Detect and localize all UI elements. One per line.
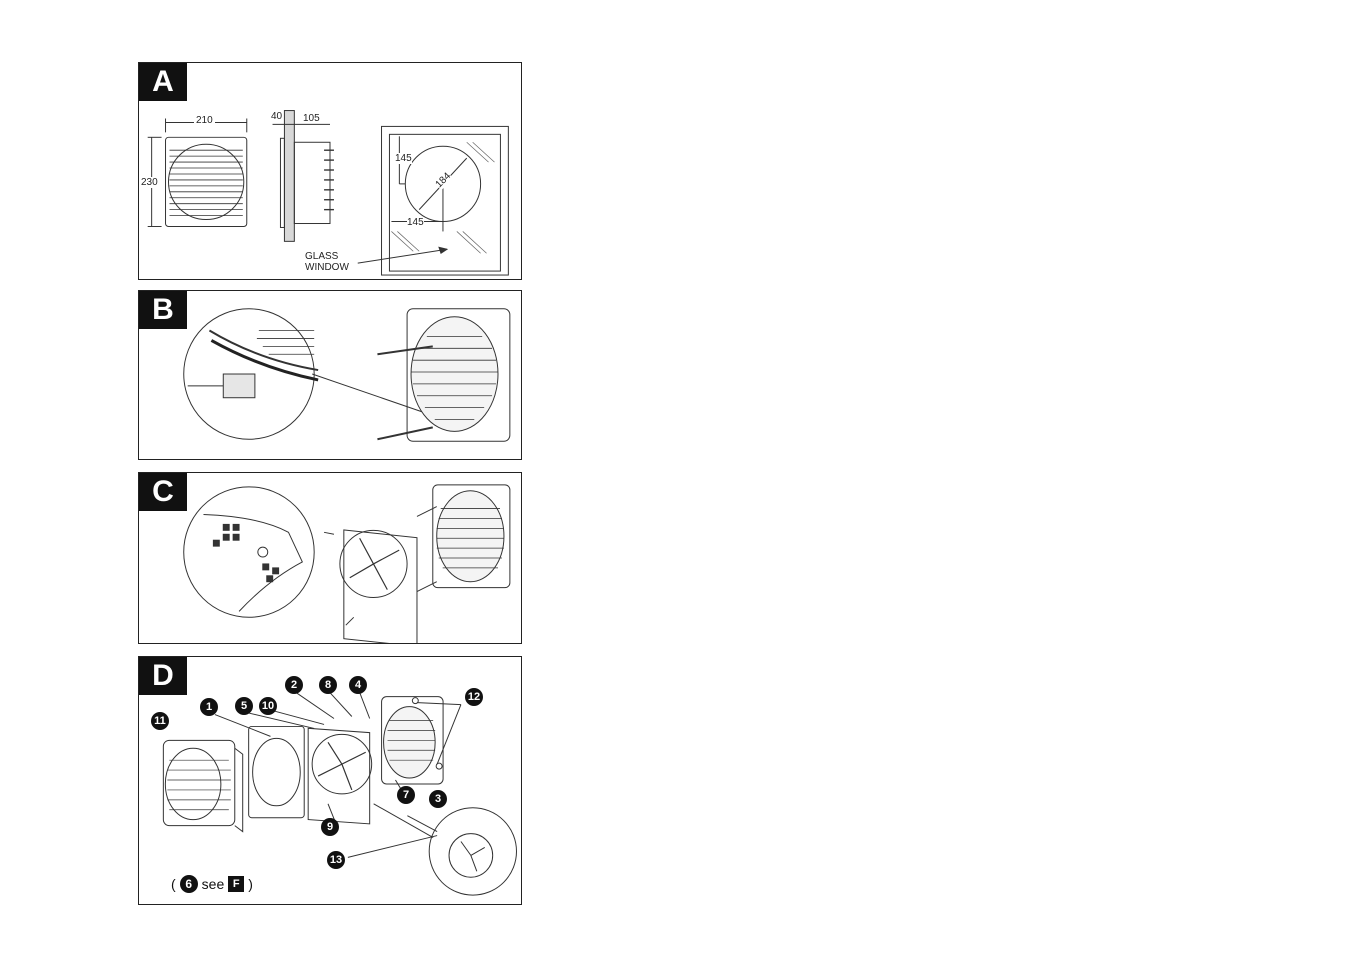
panel-b-letter: B — [139, 291, 187, 329]
dim-depth-front: 40 — [271, 111, 283, 122]
note-see-text: see — [201, 876, 225, 892]
note-open-paren: ( — [171, 876, 176, 892]
callout-8: 8 — [319, 676, 337, 694]
panel-c-drawing — [183, 484, 511, 643]
panel-a: A 210 230 40 105 145 184 145 GLASS WINDO… — [138, 62, 522, 280]
note-close-paren: ) — [248, 876, 253, 892]
note-callout-6: 6 — [179, 875, 198, 893]
glass-label-line2: WINDOW — [305, 262, 349, 273]
panel-a-drawing — [147, 110, 509, 276]
dim-depth-rear: 105 — [303, 113, 320, 124]
panel-d: D 1 2 3 4 5 7 8 9 10 11 12 13 ( 6 see F … — [138, 656, 522, 905]
panel-d-drawing — [162, 692, 517, 896]
dim-width: 210 — [194, 115, 215, 126]
callout-5: 5 — [235, 697, 253, 715]
dim-glass-horizontal: 145 — [407, 217, 424, 228]
callout-12: 12 — [465, 688, 483, 706]
callout-9: 9 — [321, 818, 339, 836]
panel-b: B — [138, 290, 522, 460]
panel-b-drawing — [183, 308, 511, 442]
panel-c: C — [138, 472, 522, 644]
callout-3: 3 — [429, 790, 447, 808]
note-ref-box: F — [228, 876, 245, 892]
panel-a-letter: A — [139, 63, 187, 101]
dim-height: 230 — [141, 177, 158, 188]
panel-d-letter: D — [139, 657, 187, 695]
glass-label-line1: GLASS — [305, 251, 339, 262]
callout-11: 11 — [151, 712, 169, 730]
dim-glass-vertical: 145 — [395, 153, 412, 164]
callout-10: 10 — [259, 697, 277, 715]
see-note: ( 6 see F ) — [171, 875, 253, 893]
panel-c-letter: C — [139, 473, 187, 511]
callout-13: 13 — [327, 851, 345, 869]
callout-7: 7 — [397, 786, 415, 804]
callout-4: 4 — [349, 676, 367, 694]
callout-1: 1 — [200, 698, 218, 716]
callout-2: 2 — [285, 676, 303, 694]
